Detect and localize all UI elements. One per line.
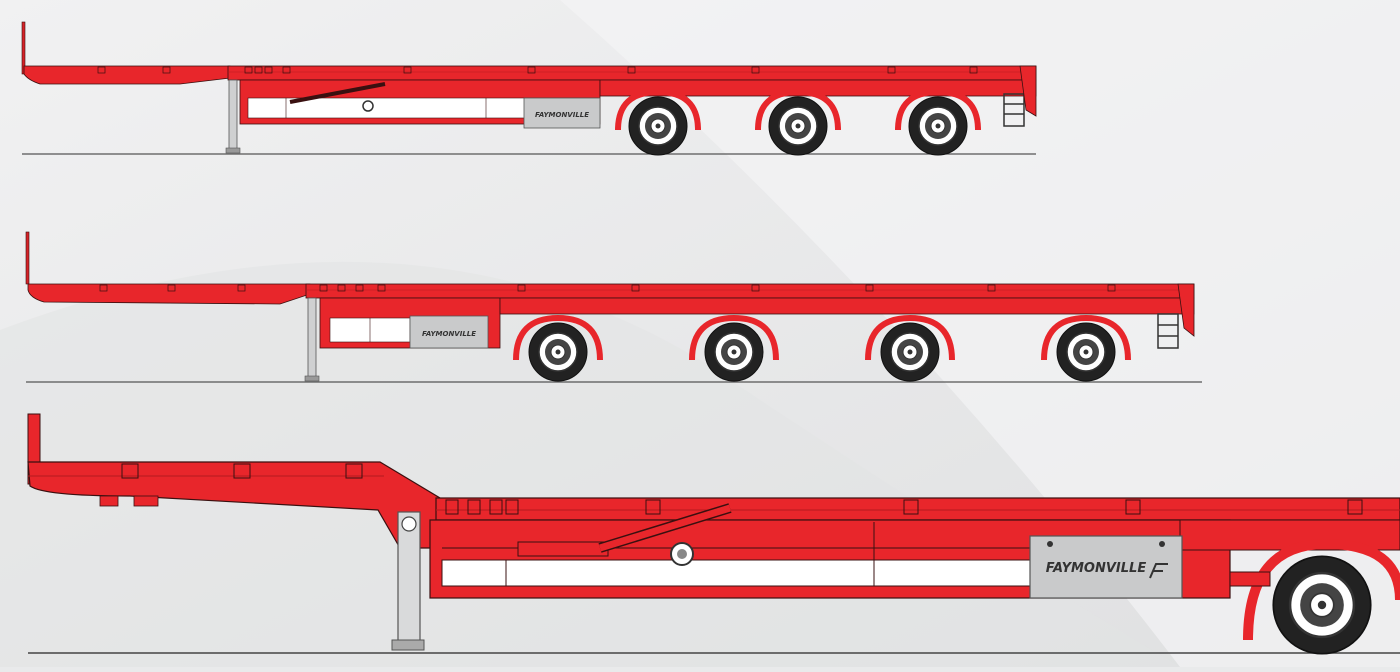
trailer-3-axle: FAYMONVILLE: [21, 21, 1037, 156]
trailer-4-axle: FAYMONVILLE: [25, 231, 1202, 383]
main-deck: [305, 283, 1195, 299]
wheel-icon: [908, 96, 968, 156]
wheel-icon: [768, 96, 828, 156]
axle-group: [513, 314, 1131, 382]
gooseneck-deck: [23, 65, 231, 85]
landing-leg-icon: [304, 297, 320, 382]
lashing-points: [121, 463, 1363, 515]
lashing-points: [97, 66, 978, 74]
landing-leg-icon: [225, 79, 241, 154]
wheel-icon: [528, 322, 588, 382]
toolbox-logo-text: FAYMONVILLE: [1046, 561, 1147, 576]
wheel-icon: [628, 96, 688, 156]
toolbox: FAYMONVILLE: [523, 97, 601, 129]
toolbox: FAYMONVILLE: [409, 315, 489, 349]
ladder-icon: [1003, 93, 1025, 127]
axle-group: [615, 88, 981, 156]
toolbox-logo-text: FAYMONVILLE: [422, 330, 476, 338]
faymonville-f-logo-icon: [1149, 563, 1168, 579]
toolbox: FAYMONVILLE: [1029, 535, 1183, 599]
trailer-detail-view: FAYMONVILLE: [27, 413, 1400, 655]
wheel-icon: [1056, 322, 1116, 382]
lashing-points: [99, 284, 1116, 292]
wheel-icon: [880, 322, 940, 382]
landing-leg-icon: [391, 511, 425, 651]
wheel-icon: [704, 322, 764, 382]
axle-group: [1229, 538, 1400, 655]
ramp-cylinder: [517, 503, 732, 566]
ladder-icon: [1157, 313, 1179, 349]
headboard-post: [25, 231, 30, 285]
wheel-icon: [1272, 555, 1372, 655]
gooseneck-deck: [27, 283, 311, 305]
gooseneck-deck: [27, 461, 441, 549]
headboard-post: [21, 21, 26, 75]
toolbox-logo-text: FAYMONVILLE: [535, 111, 589, 119]
